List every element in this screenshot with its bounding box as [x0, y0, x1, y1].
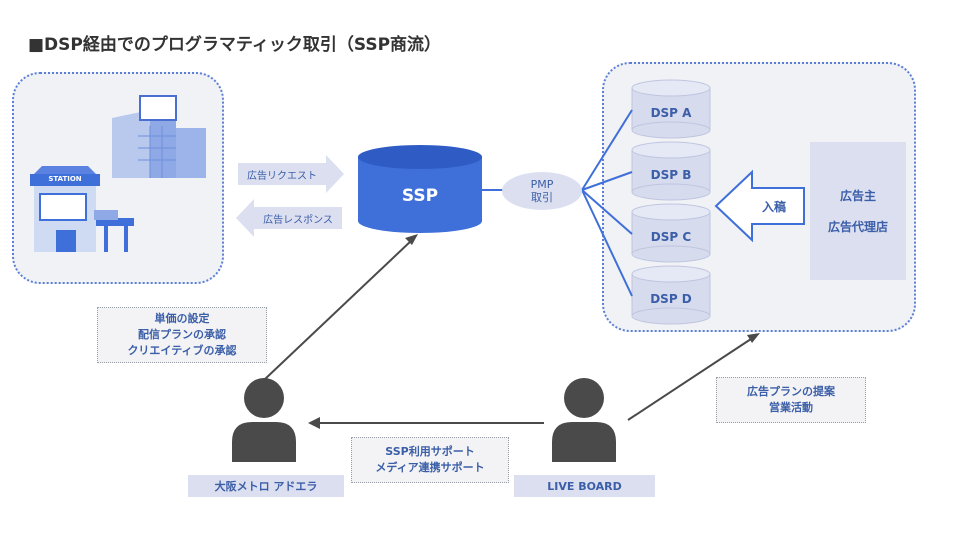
response-arrow: [236, 199, 342, 237]
approval-arrow: [263, 234, 418, 381]
response-label: 広告レスポンス: [263, 214, 333, 226]
note-line: 配信プランの承認: [138, 328, 226, 341]
operator-tag: 大阪メトロ アドエラ: [188, 475, 344, 497]
dsp-label: DSP C: [650, 230, 692, 244]
advertiser-label: 広告主: [839, 189, 876, 203]
note-line: 広告プランの提案: [747, 385, 835, 398]
dsp-cylinders: [631, 79, 711, 325]
building-illustration: [112, 95, 206, 178]
ssp-cylinder: [358, 145, 482, 233]
submission-label: 入稿: [761, 200, 786, 214]
support-note: SSP利用サポート メディア連携サポート: [351, 437, 509, 483]
dsp-label: DSP B: [650, 168, 692, 182]
pmp-dsp-links: [581, 109, 633, 297]
station-sign: STATION: [48, 175, 82, 183]
pmp-node: PMP 取引: [502, 172, 582, 210]
advertiser-box: 広告主 広告代理店: [810, 142, 906, 280]
station-illustration: [30, 166, 134, 252]
page-title: ■DSP経由でのプログラマティック取引（SSP商流）: [28, 35, 442, 55]
proposal-note: 広告プランの提案 営業活動: [716, 377, 866, 423]
support-arrow: [308, 417, 544, 429]
note-line: 営業活動: [769, 401, 813, 414]
note-line: メディア連携サポート: [375, 461, 485, 474]
pmp-label: PMP: [530, 178, 554, 191]
note-line: クリエイティブの承認: [127, 344, 237, 357]
person-icon: [232, 378, 296, 462]
request-label: 広告リクエスト: [247, 170, 317, 182]
liveboard-tag: LIVE BOARD: [514, 475, 655, 497]
approval-note: 単価の設定 配信プランの承認 クリエイティブの承認: [97, 307, 267, 363]
pmp-sublabel: 取引: [531, 191, 553, 204]
agency-label: 広告代理店: [827, 220, 888, 234]
submission-arrow: [714, 169, 805, 243]
note-line: 単価の設定: [154, 312, 210, 325]
dsp-label: DSP D: [650, 292, 692, 306]
dsp-label: DSP A: [650, 106, 692, 120]
ssp-label: SSP: [401, 186, 439, 206]
request-arrow: [238, 155, 344, 193]
person-icon: [552, 378, 616, 462]
note-line: SSP利用サポート: [385, 445, 475, 458]
proposal-arrow: [627, 333, 760, 421]
